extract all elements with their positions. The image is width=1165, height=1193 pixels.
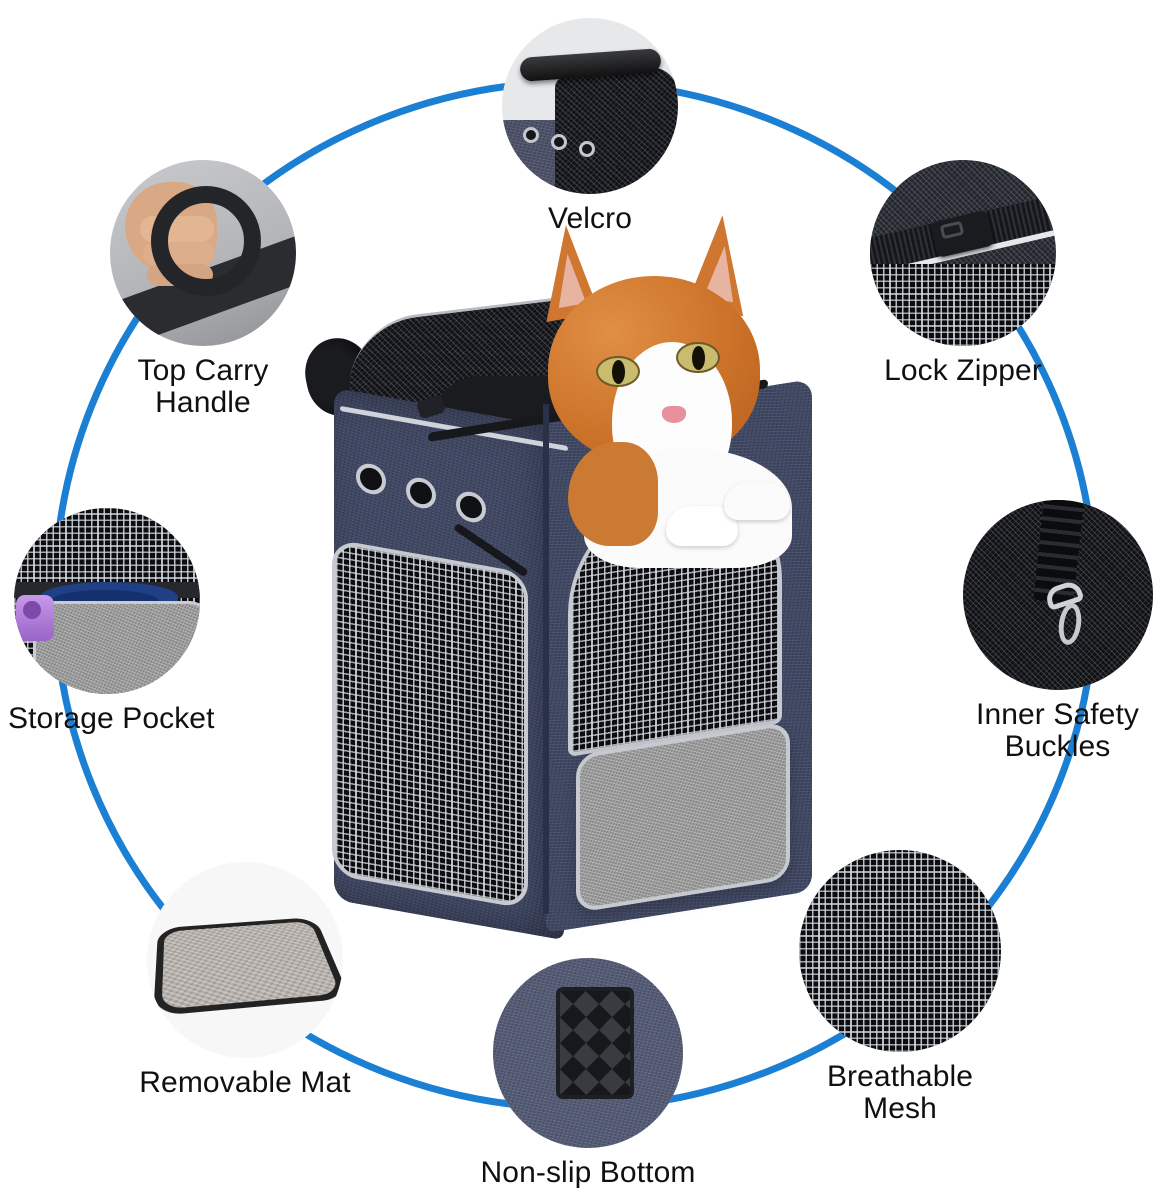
callout-removable-mat[interactable]: Removable Mat bbox=[120, 862, 370, 1099]
breathable-mesh-thumbnail bbox=[799, 850, 1001, 1052]
cat-shoulder bbox=[568, 442, 658, 546]
non-slip-bottom-thumbnail bbox=[493, 958, 683, 1148]
callout-label-removable-mat: Removable Mat bbox=[139, 1066, 351, 1099]
callout-label-inner-safety-buckles: Inner Safety Buckles bbox=[976, 698, 1139, 764]
callout-label-storage-pocket: Storage Pocket bbox=[8, 702, 215, 735]
callout-breathable-mesh[interactable]: Breathable Mesh bbox=[788, 850, 1012, 1126]
product-image bbox=[298, 190, 840, 950]
inner-safety-buckles-thumbnail bbox=[962, 500, 1153, 690]
velcro-thumbnail bbox=[502, 18, 678, 194]
cat-pupil-right bbox=[692, 346, 705, 370]
callout-label-non-slip-bottom: Non-slip Bottom bbox=[480, 1156, 696, 1189]
callout-storage-pocket[interactable]: Storage Pocket bbox=[6, 508, 246, 735]
cat bbox=[526, 190, 826, 568]
mat bbox=[153, 896, 343, 1024]
cat-nose bbox=[662, 406, 686, 423]
callout-label-velcro: Velcro bbox=[548, 202, 632, 235]
left-expansion-mesh bbox=[332, 538, 528, 910]
vent-grommet bbox=[523, 127, 540, 144]
lock-zipper-thumbnail bbox=[870, 160, 1056, 346]
callout-label-breathable-mesh: Breathable Mesh bbox=[826, 1060, 974, 1126]
bottle-cap bbox=[23, 601, 42, 619]
callout-non-slip-bottom[interactable]: Non-slip Bottom bbox=[478, 958, 698, 1189]
vent-grommet bbox=[551, 134, 568, 151]
top-carry-handle-thumbnail bbox=[110, 160, 296, 346]
callout-label-top-carry-handle: Top Carry Handle bbox=[137, 354, 269, 420]
grey-pocket bbox=[32, 601, 200, 694]
callout-top-carry-handle[interactable]: Top Carry Handle bbox=[98, 160, 308, 420]
non-slip-stud-pad bbox=[555, 986, 634, 1099]
callout-inner-safety-buckles[interactable]: Inner Safety Buckles bbox=[950, 500, 1165, 764]
cat-paw-right bbox=[724, 482, 790, 520]
callout-lock-zipper[interactable]: Lock Zipper bbox=[858, 160, 1068, 387]
cat-pupil-left bbox=[612, 360, 625, 384]
carry-handle-loop bbox=[150, 186, 261, 297]
callout-velcro[interactable]: Velcro bbox=[490, 18, 690, 235]
storage-pocket-thumbnail bbox=[14, 508, 200, 694]
removable-mat-thumbnail bbox=[147, 862, 343, 1058]
corner-seam bbox=[543, 404, 549, 914]
vent-grommet bbox=[579, 141, 596, 158]
callout-label-lock-zipper: Lock Zipper bbox=[884, 354, 1042, 387]
